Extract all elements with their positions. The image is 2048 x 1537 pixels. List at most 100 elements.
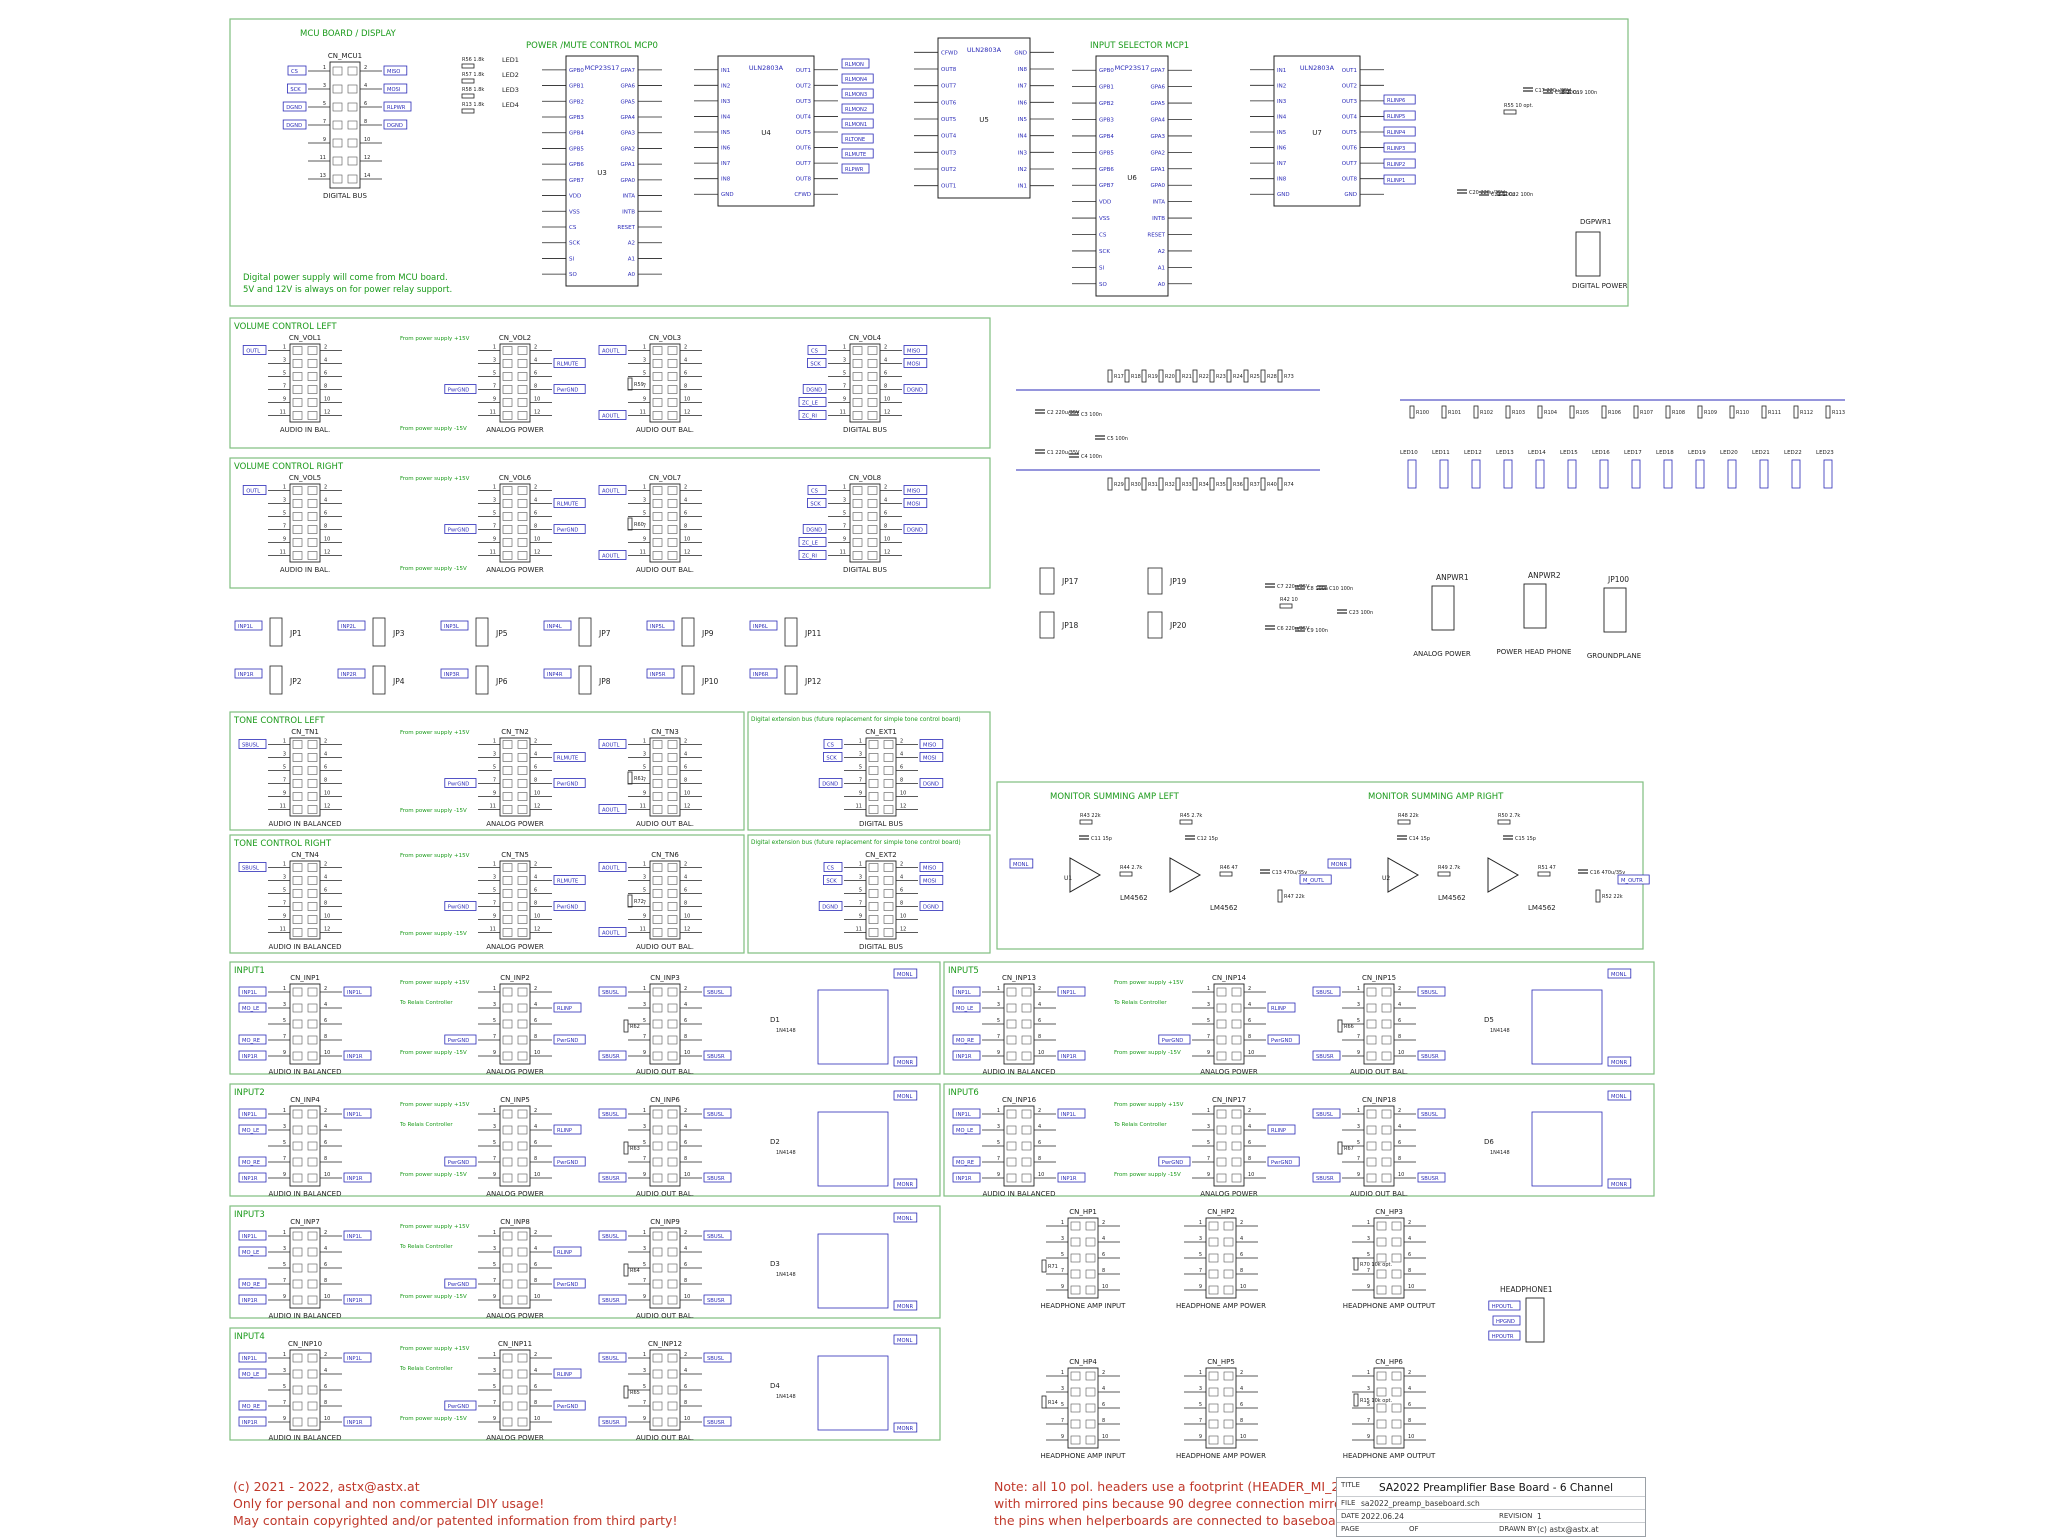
net-label <box>553 752 586 762</box>
ic-pin-name: GPB2 <box>1099 101 1114 107</box>
pin-number: 5 <box>643 1140 646 1146</box>
net-label-text: AOUTL <box>602 808 620 814</box>
pin-number: 1 <box>493 1108 496 1114</box>
resistor-body <box>1192 369 1198 383</box>
pin-number: 10 <box>324 791 330 797</box>
connector-pin <box>852 372 863 381</box>
net-label <box>703 986 732 997</box>
net-label <box>1057 1108 1086 1119</box>
connector-pin <box>517 1019 528 1029</box>
pin-number: 4 <box>534 875 537 881</box>
pin-number: 5 <box>283 1140 286 1146</box>
ic-pin-name: OUT2 <box>796 83 811 89</box>
connector-pin <box>307 346 318 355</box>
net-label <box>1312 1050 1341 1061</box>
net-label <box>598 1294 627 1305</box>
resistor-label: R25 <box>1250 374 1260 380</box>
pin-number: 5 <box>283 765 286 771</box>
connector-pin <box>1381 1019 1392 1029</box>
ic-pin-name: IN8 <box>1018 67 1028 73</box>
resistor-body <box>461 63 475 69</box>
net-label-text: INP6R <box>753 672 769 678</box>
net-label <box>598 345 627 355</box>
connector-caption: AUDIO IN BALANCED <box>268 943 341 951</box>
connector-body <box>289 343 321 423</box>
connector-pin <box>667 346 678 355</box>
resistor-label: R71 <box>1048 1264 1058 1270</box>
section-title: TONE CONTROL LEFT <box>233 716 325 726</box>
net-label <box>282 101 307 112</box>
net-label-text: MONR <box>897 1426 913 1432</box>
connector-ref: CN_VOL3 <box>649 334 681 342</box>
connector-pin <box>1223 1435 1234 1445</box>
resistor-body <box>1119 871 1133 877</box>
pin-number: 1 <box>997 1108 1000 1114</box>
net-label <box>553 1156 586 1167</box>
net-label <box>703 1050 732 1061</box>
power-conn-caption: POWER HEAD PHONE <box>1497 648 1572 656</box>
ic-pin-name: IN1 <box>1277 68 1286 74</box>
connector-pin <box>1208 1285 1219 1295</box>
connector-pin <box>1391 1403 1402 1413</box>
connector-pin <box>1223 1419 1234 1429</box>
connector-pin <box>1021 1173 1032 1183</box>
connector-pin <box>502 525 513 534</box>
ic-pin-name: OUT6 <box>941 100 957 106</box>
connector-pin <box>1006 1157 1017 1167</box>
connector-pin <box>307 1231 318 1241</box>
net-label <box>893 1090 918 1101</box>
resistor-body <box>461 93 475 99</box>
connector-body <box>499 860 531 940</box>
pin-number: 2 <box>364 65 367 71</box>
net-label-text: MOSI <box>923 879 937 885</box>
footprint-note-2: with mirrored pins because 90 degree con… <box>994 1496 1354 1511</box>
led-body <box>1631 459 1641 489</box>
connector-body <box>499 1227 531 1309</box>
net-label <box>703 1416 732 1427</box>
net-label <box>952 1002 981 1013</box>
connector-pin <box>1366 1035 1377 1045</box>
net-label-text: PwrGND <box>1271 1038 1292 1044</box>
net-label <box>903 498 928 508</box>
connector-caption: AUDIO OUT BAL. <box>636 820 694 828</box>
connector-pin <box>517 876 528 885</box>
net-label <box>1383 174 1416 185</box>
jumper-body <box>372 665 386 695</box>
connector-pin <box>347 102 358 112</box>
connector-pin <box>667 863 678 872</box>
net-label-text: SCK <box>826 756 837 762</box>
pin-number: 2 <box>884 485 887 491</box>
pin-number: 4 <box>684 498 687 504</box>
net-label-text: SBUSL <box>707 1356 724 1362</box>
section-title: VOLUME CONTROL RIGHT <box>234 462 344 472</box>
connector-pin <box>292 805 303 814</box>
connector-pin <box>292 1417 303 1427</box>
resistor-label: R44 2.7k <box>1120 865 1142 871</box>
connector-caption: AUDIO IN BALANCED <box>268 1312 341 1320</box>
connector-pin <box>502 1295 513 1305</box>
connector-pin <box>292 1051 303 1061</box>
connector-pin <box>1376 1403 1387 1413</box>
pin-number: 12 <box>684 410 690 416</box>
net-label-text: RLMUTE <box>557 756 578 762</box>
pin-number: 1 <box>493 485 496 491</box>
connector-pin <box>852 499 863 508</box>
net-label-text: INP1L <box>242 990 257 996</box>
jumper-ref: JP11 <box>804 629 822 638</box>
pin-number: 7 <box>643 1156 646 1162</box>
net-label <box>903 358 928 368</box>
pin-number: 2 <box>684 986 687 992</box>
connector-pin <box>667 385 678 394</box>
net-label <box>952 1172 981 1183</box>
pin-number: 6 <box>684 1384 687 1390</box>
section-frame <box>229 711 745 831</box>
pin-number: 4 <box>324 358 327 364</box>
net-label-text: INP1R <box>347 1176 363 1182</box>
connector-pin <box>347 138 358 148</box>
relay-note: To Relais Controller <box>399 1000 453 1006</box>
net-label-text: PwrGND <box>448 1282 469 1288</box>
pin-number: 10 <box>534 1172 540 1178</box>
pin-number: 10 <box>684 914 690 920</box>
supply-note: From power supply -15V <box>400 426 467 432</box>
connector-body <box>649 983 681 1065</box>
